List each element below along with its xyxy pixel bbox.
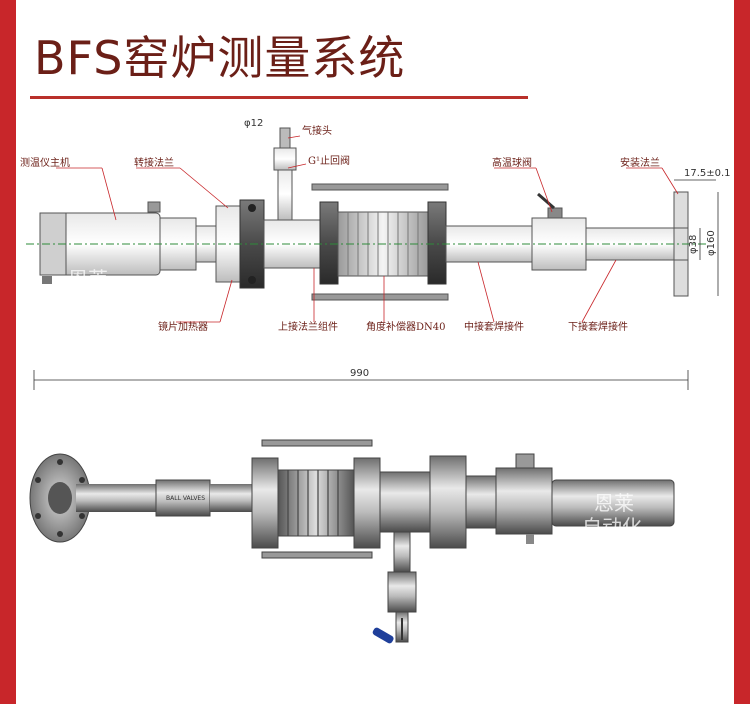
label-air-connector: 气接头	[302, 124, 332, 137]
label-angle-compensator: 角度补偿器DN40	[366, 320, 446, 333]
dim-total-length: 990	[350, 368, 369, 379]
label-high-temp-ball-valve: 高温球阀	[492, 156, 532, 169]
adapter-flange-part	[195, 199, 265, 289]
watermark-line1: 恩莱	[68, 267, 108, 291]
label-adapter-flange: 转接法兰	[134, 156, 174, 169]
high-temp-ball-valve	[531, 192, 587, 271]
page-title: BFS窑炉测量系统	[34, 31, 406, 85]
pipe-photo-middle	[210, 484, 256, 512]
ball-valve-photo: BALL VALVES	[155, 479, 211, 517]
angle-compensator	[311, 183, 449, 301]
leader-lines	[56, 135, 679, 323]
mounting-flange-photo	[29, 453, 91, 543]
ball-valve-text: BALL VALVES	[166, 495, 205, 502]
label-upper-flange-assembly: 上接法兰组件	[278, 320, 338, 333]
air-inlet-valve-photo	[372, 531, 417, 644]
label-middle-sleeve: 中接套焊接件	[464, 320, 524, 333]
dim-phi38: φ38	[688, 235, 699, 254]
label-lens-heater: 镜片加热器	[158, 320, 208, 333]
photo-watermark-line1: 恩莱	[594, 491, 634, 515]
title-underline	[30, 96, 528, 99]
label-lower-sleeve: 下接套焊接件	[568, 320, 628, 333]
label-phi12: φ12	[244, 118, 263, 129]
photo-watermark-line2: 自动化	[582, 515, 642, 539]
content-panel: BFS窑炉测量系统	[16, 0, 734, 704]
technical-drawing: 测温仪主机 转接法兰 φ12 气接头 G¹止回阀 高温球阀 安装法兰 镜片加热器…	[20, 118, 731, 390]
label-install-flange: 安装法兰	[620, 156, 660, 169]
label-thermometer-host: 测温仪主机	[20, 156, 70, 169]
thermometer-host-photo	[495, 453, 675, 544]
pipe-photo-left	[76, 484, 166, 512]
dim-phi160: φ160	[706, 230, 717, 256]
upper-flange-body	[263, 127, 321, 269]
watermark-line2: 自动化	[68, 291, 128, 315]
dimension-lines	[33, 179, 719, 390]
thermometer-host	[39, 201, 197, 284]
dim-flange-thickness: 17.5±0.1	[684, 168, 731, 179]
product-photo: BALL VALVES	[29, 439, 675, 644]
label-check-valve: G¹止回阀	[308, 154, 350, 167]
bellows-assembly-photo	[251, 439, 381, 559]
